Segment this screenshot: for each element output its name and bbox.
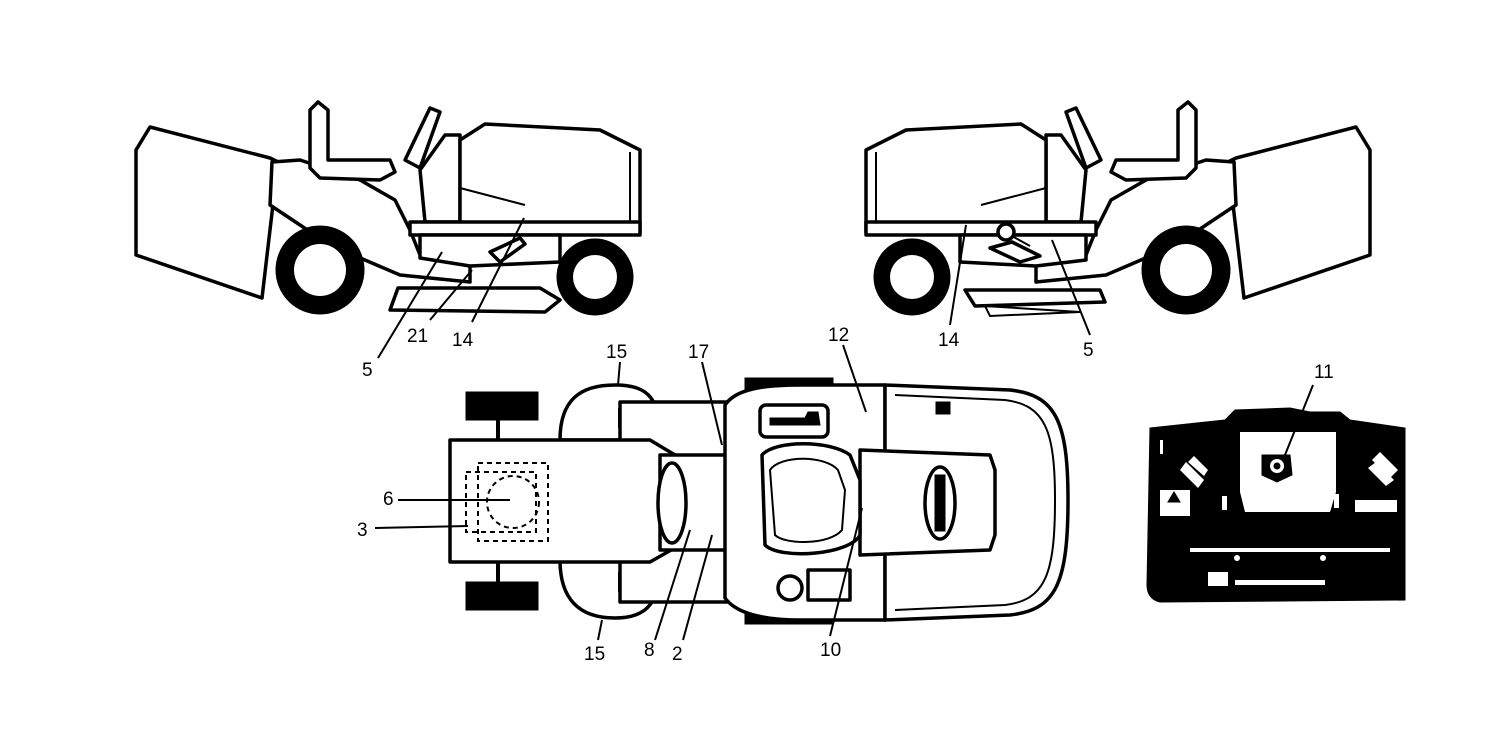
- leader-2: [682, 534, 713, 641]
- leader-5-left: [377, 251, 443, 359]
- leader-14-left: [471, 217, 525, 323]
- bag-dashed-area-2: [465, 471, 537, 533]
- pedal-right: [988, 240, 1042, 264]
- hood-line: [459, 187, 526, 206]
- callout-17: 17: [688, 342, 709, 363]
- panel-screw-left: [1234, 555, 1240, 561]
- choke-decal: [1208, 572, 1228, 586]
- hood-line-right: [980, 187, 1047, 206]
- seat-right: [1109, 100, 1198, 182]
- callout-11: 11: [1314, 362, 1334, 383]
- leader-3: [374, 525, 469, 529]
- deck-chute-right: [983, 304, 1081, 318]
- leader-14-right: [949, 224, 967, 326]
- grass-bag: [134, 125, 280, 300]
- rear-wheel-top-left: [465, 391, 539, 421]
- fuel-cap: [776, 574, 804, 602]
- leader-17: [701, 361, 723, 446]
- hood-right: [864, 122, 1048, 234]
- mower-deck: [388, 286, 562, 314]
- frame-rail: [408, 220, 642, 237]
- grille-slot: [934, 474, 946, 532]
- callout-15-bottom: 15: [584, 644, 605, 665]
- control-lever: [769, 411, 821, 426]
- slot-left: [1222, 496, 1227, 510]
- callout-2: 2: [672, 644, 683, 665]
- leader-11: [1282, 384, 1314, 461]
- fuel-box: [806, 568, 852, 602]
- callout-14-left: 14: [452, 330, 474, 351]
- leader-8: [654, 529, 691, 641]
- steering-wheel: [403, 106, 442, 170]
- hood: [458, 122, 642, 234]
- callout-21: 21: [407, 326, 428, 347]
- leader-21: [429, 269, 473, 321]
- mower-left-side-view: 5 21 14: [134, 100, 642, 381]
- warning-triangle-icon: [1167, 491, 1181, 503]
- front-wheel-hub: [573, 255, 617, 299]
- frame-rail-right: [864, 220, 1098, 237]
- callout-14-right: 14: [938, 330, 960, 351]
- rear-wheel-hub: [294, 244, 346, 296]
- seat: [308, 100, 397, 182]
- callout-8: 8: [644, 640, 655, 661]
- leader-10: [829, 507, 863, 637]
- callout-5-left: 5: [362, 360, 373, 381]
- mower-deck-right: [963, 288, 1107, 308]
- mower-top-view: 15 17 12 6 3 15 8 2 10: [357, 325, 1070, 665]
- callout-10: 10: [820, 640, 841, 661]
- panel-rib: [1190, 548, 1390, 552]
- control-panel-view: 11: [1146, 362, 1406, 603]
- lever-knob: [996, 222, 1016, 242]
- callout-12: 12: [828, 325, 849, 346]
- hood-cap: [935, 401, 951, 415]
- panel-screw-right: [1320, 555, 1326, 561]
- left-hatch-icon: [1180, 456, 1208, 488]
- slot-right: [1334, 494, 1339, 508]
- lever-arm: [1011, 235, 1031, 247]
- tube-end: [656, 461, 688, 545]
- panel-edge-mark: [1160, 440, 1163, 454]
- callout-5-right: 5: [1083, 340, 1094, 361]
- mower-right-side-view: 14 5: [864, 100, 1372, 361]
- throttle-slot: [1235, 580, 1325, 585]
- callout-15-top: 15: [606, 342, 627, 363]
- steering-wheel-right: [1064, 106, 1103, 170]
- grass-bag-right: [1226, 125, 1372, 300]
- leader-12: [842, 344, 867, 413]
- leader-5-right: [1051, 239, 1091, 336]
- seat-top: [760, 442, 862, 556]
- callout-3: 3: [357, 520, 368, 541]
- right-hatch-icon: [1368, 452, 1398, 486]
- front-wheel-hub-right: [890, 255, 934, 299]
- bag-dashed-area: [477, 462, 549, 542]
- leader-15-top: [617, 361, 621, 386]
- rear-wheel-top-right: [465, 581, 539, 611]
- ignition-keyhole-icon: [1273, 462, 1281, 470]
- bag-dashed-circle: [486, 475, 540, 529]
- callout-6: 6: [383, 489, 394, 510]
- seat-cushion: [768, 457, 847, 543]
- speed-decal: [1355, 500, 1397, 512]
- rear-wheel-hub-right: [1160, 244, 1212, 296]
- hood-inner: [894, 394, 1057, 611]
- center-lower: [1240, 492, 1336, 512]
- leader-15-bottom: [597, 619, 603, 641]
